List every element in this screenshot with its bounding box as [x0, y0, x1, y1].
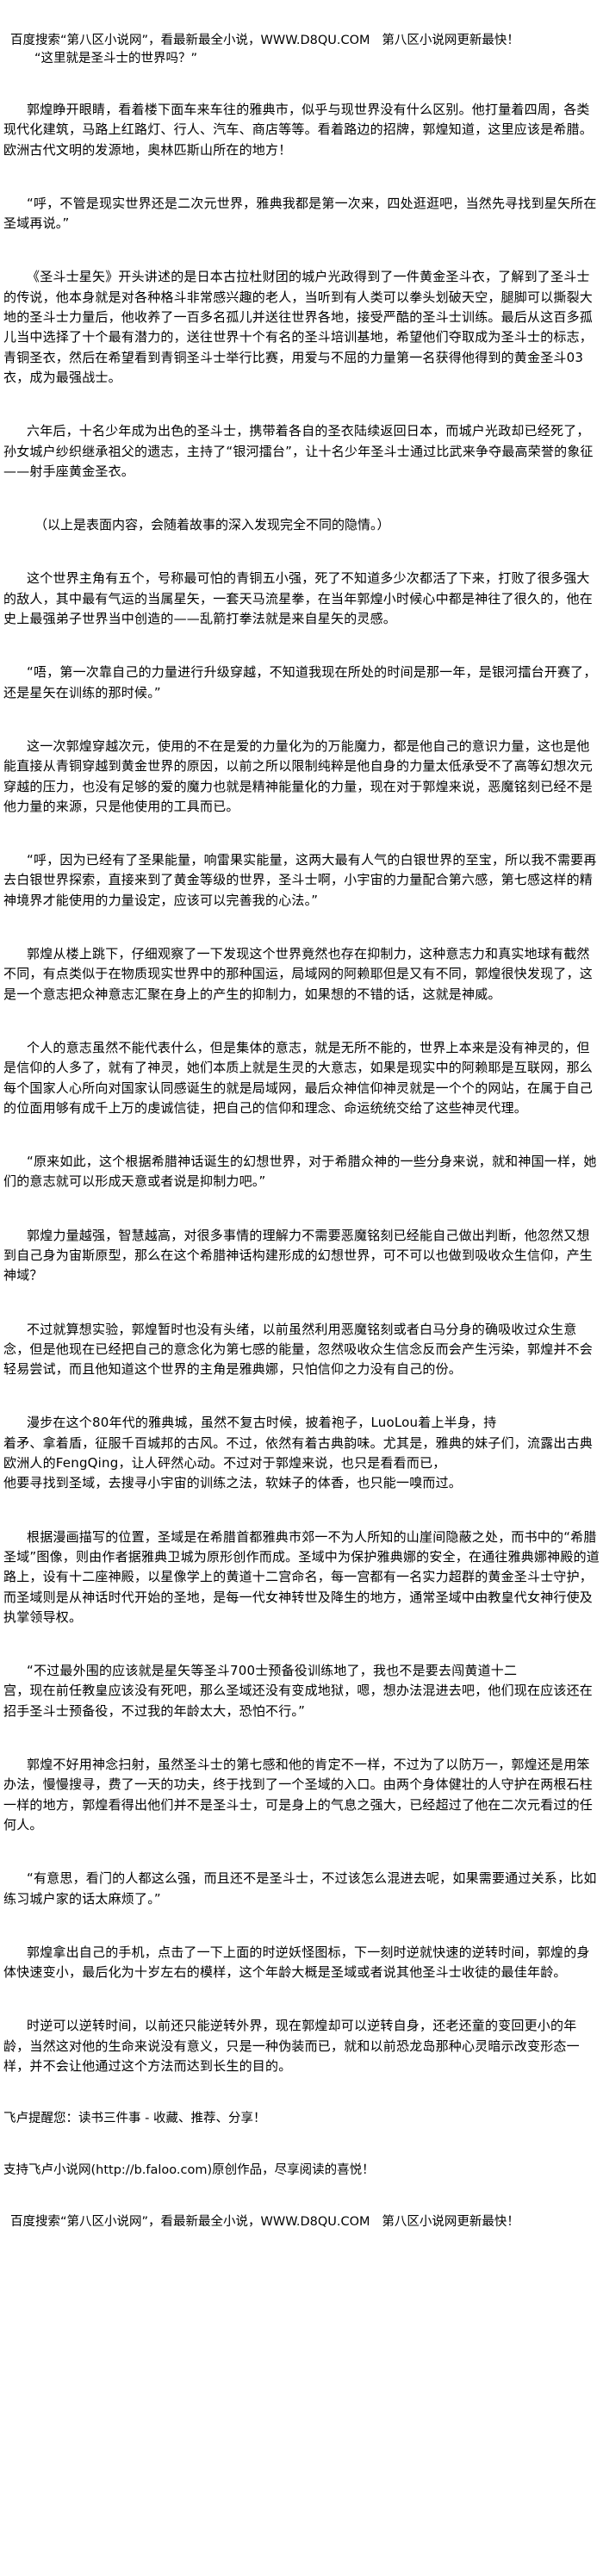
paragraph: 这个世界主角有五个，号称最可怕的青铜五小强，死了不知道多少次都活了下来，打败了很…: [3, 570, 594, 627]
paragraph: “原来如此，这个根据希腊神话诞生的幻想世界，对于希腊众神的一些分身来说，就和神国…: [3, 1154, 597, 1190]
paragraph: 《圣斗士星矢》开头讲述的是日本古拉杜财团的城户光政得到了一件黄金圣斗衣，了解到了…: [3, 269, 594, 385]
footer-banner: 百度搜索“第八区小说网”，看最新最全小说，WWW.D8QU.COM 第八区小说网…: [10, 2215, 519, 2230]
paragraph: 这一次郭煌穿越次元，使用的不在是爱的力量化为的万能魔力，都是他自己的意识力量，这…: [3, 737, 594, 814]
paragraph: 六年后，十名少年成为出色的圣斗士，携带着各自的圣衣陆续返回日本，而城户光政却已经…: [3, 423, 594, 479]
footer-reminder: 飞卢提醒您：读书三件事 - 收藏、推荐、分享！: [3, 2112, 266, 2126]
paragraph: 郭煌从楼上跳下，仔细观察了一下发现这个世界竟然也存在抑制力，这种意志力和真实地球…: [3, 946, 594, 1002]
paragraph: “呼，因为已经有了圣果能量，响雷果实能量，这两大最有人气的白银世界的至宝，所以我…: [3, 852, 597, 908]
paragraph: 郭煌力量越强，智慧越高，对很多事情的理解力不需要恶魔铭刻已经能自己做出判断，他忽…: [3, 1227, 594, 1284]
paragraph: 个人的意志虽然不能代表什么，但是集体的意志，就是无所不能的，世界上本来是没有神灵…: [3, 1039, 594, 1116]
chapter-page: 百度搜索“第八区小说网”，看最新最全小说，WWW.D8QU.COM 第八区小说网…: [3, 34, 600, 2230]
paragraph: 郭煌睁开眼睛，看着楼下面车来车往的雅典市，似乎与现世界没有什么区别。他打量着四周…: [3, 102, 594, 158]
paragraph: “有意思，看门的人都这么强，而且还不是圣斗士，不过该怎么混进去呢，如果需要通过关…: [3, 1870, 597, 1907]
paragraph: 时逆可以逆转时间，以前还只能逆转外界，现在郭煌却可以逆转自身，还老还童的变回更小…: [3, 2018, 580, 2074]
header-banner: 百度搜索“第八区小说网”，看最新最全小说，WWW.D8QU.COM 第八区小说网…: [10, 34, 519, 47]
opening-line: “这里就是圣斗士的世界吗？”: [34, 52, 198, 65]
paragraph: 郭煌不好用神念扫射，虽然圣斗士的第七感和他的肯定不一样，不过为了以防万一，郭煌还…: [3, 1757, 594, 1832]
paragraph: 郭煌拿出自己的手机，点击了一下上面的时逆妖怪图标，下一刻时逆就快速的逆转时间，郭…: [3, 1944, 590, 1981]
paragraph: 根据漫画描写的位置，圣域是在希腊首都雅典市郊一不为人所知的山崖间隐蔽之处，而书中…: [3, 1528, 600, 1625]
paragraph: “不过最外围的应该就是星矢等圣斗700士预备役训练地了，我也不是要去闯黄道十二 …: [3, 1663, 594, 1719]
paragraph: “唔，第一次靠自己的力量进行升级穿越，不知道我现在所处的时间是那一年，是银河擂台…: [3, 664, 597, 700]
author-note: （以上是表面内容，会随着故事的深入发现完全不同的隐情。）: [34, 517, 390, 533]
paragraph: 漫步在这个80年代的雅典城，虽然不复古时候，披着袍子，LuoLou着上半身，持 …: [3, 1415, 594, 1491]
footer-support: 支持飞卢小说网(http://b.faloo.com)原创作品，尽享阅读的喜悦！: [3, 2163, 375, 2178]
paragraph: 不过就算想实验，郭煌暂时也没有头绪，以前虽然利用恶魔铭刻或者白马分身的确吸收过众…: [3, 1321, 594, 1378]
paragraph: “呼，不管是现实世界还是二次元世界，雅典我都是第一次来，四处逛逛吧，当然先寻找到…: [3, 195, 597, 232]
